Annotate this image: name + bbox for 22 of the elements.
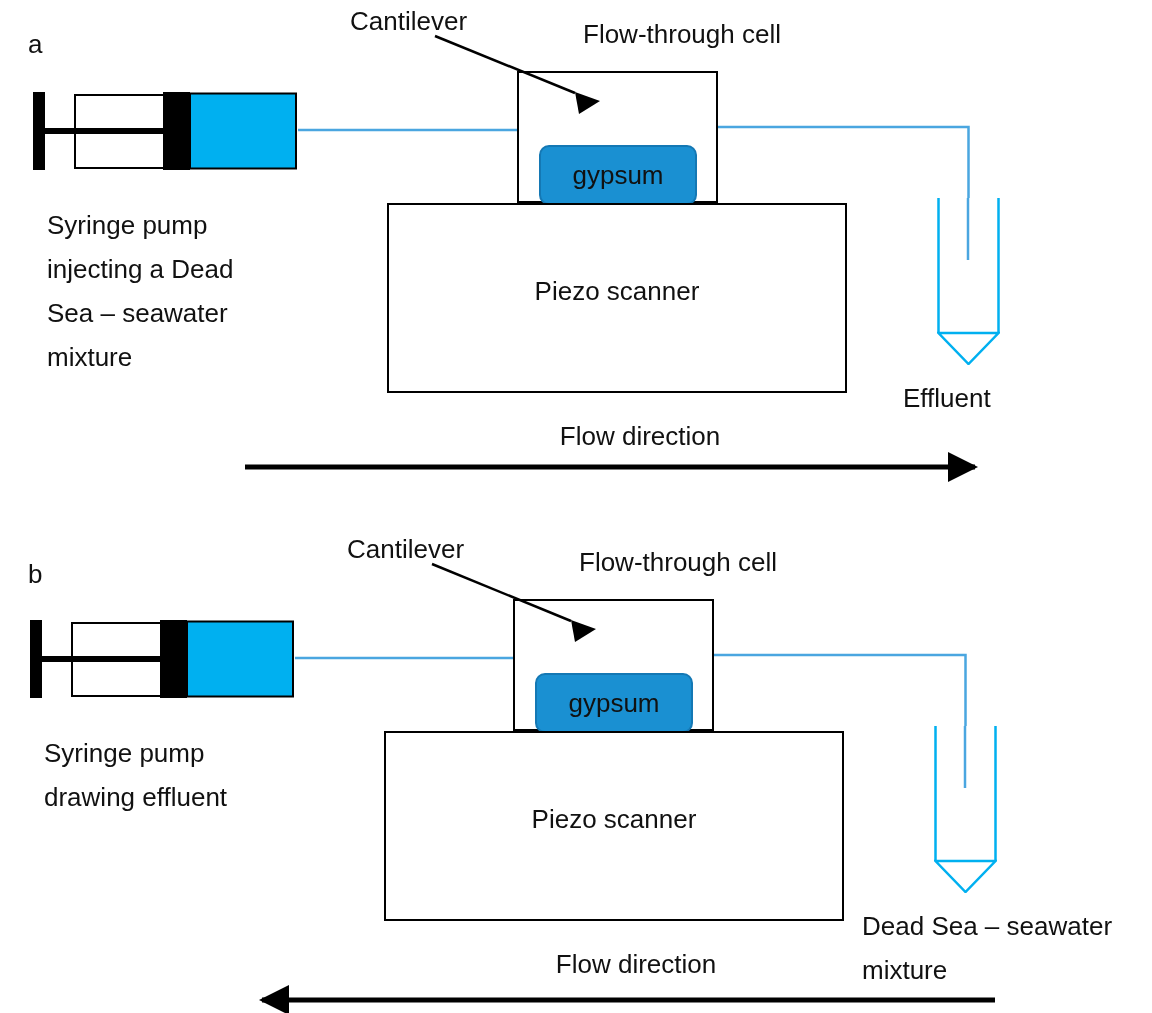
leader-line <box>431 562 572 623</box>
node-label: Effluent <box>903 382 992 415</box>
panel-letter: b <box>28 558 43 591</box>
scanner-box: Piezo scanner <box>384 731 844 921</box>
sample-block: gypsum <box>535 673 693 733</box>
part-label: Cantilever <box>347 532 497 566</box>
flow-label: Flow direction <box>559 420 721 453</box>
tubing <box>295 656 513 660</box>
box-heading: Flow-through cell <box>583 18 781 51</box>
panel-letter: a <box>28 28 43 61</box>
tubing <box>298 128 517 132</box>
scanner-box: Piezo scanner <box>387 203 847 393</box>
leader-line <box>434 34 576 95</box>
tubing <box>718 125 970 198</box>
node-label: Syringe pump drawing effluent <box>44 737 229 814</box>
node-label: Syringe pump injecting a Dead Sea – seawater mixture <box>47 209 235 374</box>
node-label: Dead Sea – seawater mixture <box>862 910 1114 987</box>
box-heading: Flow-through cell <box>579 546 777 579</box>
tubing <box>714 653 967 726</box>
flow-label: Flow direction <box>555 948 717 981</box>
sample-block: gypsum <box>539 145 697 205</box>
part-label: Cantilever <box>350 4 500 38</box>
